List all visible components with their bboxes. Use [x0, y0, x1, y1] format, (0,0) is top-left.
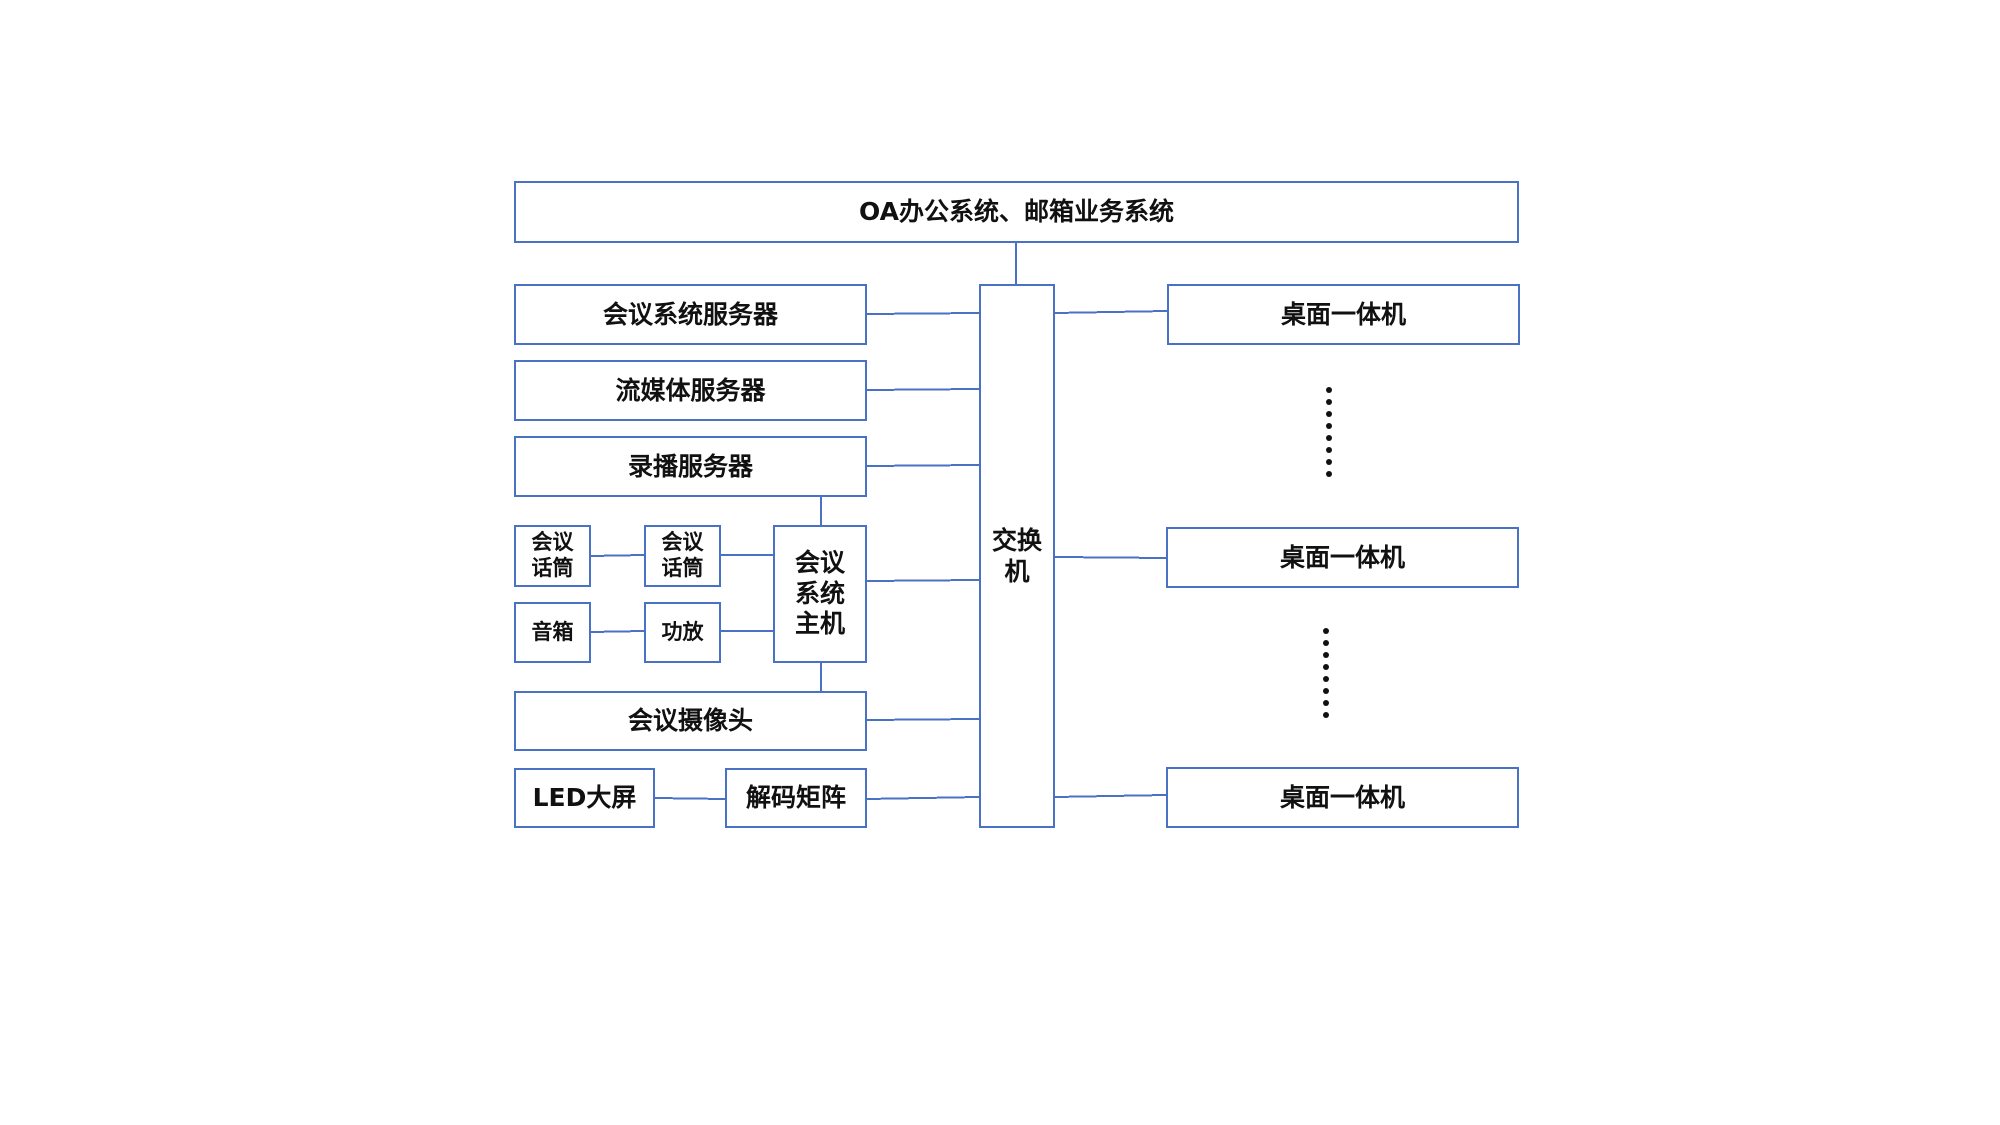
- meeting-camera-label: 会议摄像头: [627, 706, 753, 735]
- connector-speaker-to-amplifier: [590, 630, 645, 633]
- network-switch-label: 交换机: [991, 525, 1042, 586]
- oa-mail-business-system-label: OA办公系统、邮箱业务系统: [859, 197, 1174, 226]
- ellipsis-dot: [1326, 387, 1332, 393]
- streaming-media-server-box: 流媒体服务器: [514, 360, 867, 421]
- desktop-all-in-one-bottom-box: 桌面一体机: [1166, 767, 1519, 828]
- desktop-all-in-one-top-box: 桌面一体机: [1167, 284, 1520, 345]
- speaker-label: 音箱: [531, 619, 574, 644]
- meeting-microphone-right-box: 会议 话筒: [644, 525, 721, 587]
- amplifier-box: 功放: [644, 602, 721, 663]
- ellipsis-dot: [1326, 399, 1332, 405]
- meeting-microphone-left-line-2: 话筒: [531, 556, 574, 580]
- speaker-box: 音箱: [514, 602, 591, 663]
- desktop-all-in-one-middle-label: 桌面一体机: [1279, 542, 1405, 572]
- desktop-all-in-one-top-label: 桌面一体机: [1280, 299, 1406, 329]
- connector-left-mic-to-right-mic: [590, 554, 645, 557]
- ellipsis-dot: [1326, 459, 1332, 465]
- connector-led-to-decoder: [654, 797, 726, 800]
- connector-recording-server-to-switch: [866, 464, 980, 467]
- meeting-system-host-line-1: 会议: [794, 548, 845, 578]
- meeting-system-host-line-3: 主机: [794, 609, 845, 639]
- ellipsis-dot: [1326, 423, 1332, 429]
- connector-streaming-server-to-switch: [866, 388, 980, 391]
- connector-switch-to-desktop-middle: [1054, 556, 1167, 559]
- ellipsis-dot: [1323, 688, 1329, 694]
- decoder-matrix-label: 解码矩阵: [745, 783, 846, 812]
- recording-broadcast-server-label: 录播服务器: [627, 451, 753, 481]
- ellipsis-dot: [1326, 435, 1332, 441]
- oa-mail-business-system-box: OA办公系统、邮箱业务系统: [514, 181, 1519, 243]
- desktop-all-in-one-middle-box: 桌面一体机: [1166, 527, 1519, 588]
- streaming-media-server-label: 流媒体服务器: [615, 375, 766, 405]
- led-screen-label: LED大屏: [532, 783, 637, 812]
- meeting-system-host-line-2: 系统: [794, 578, 845, 608]
- ellipsis-dot: [1323, 700, 1329, 706]
- ellipsis-dot: [1323, 640, 1329, 646]
- meeting-microphone-left-line-1: 会议: [531, 530, 574, 555]
- ellipsis-dot: [1326, 447, 1332, 453]
- ellipsis-dot: [1323, 652, 1329, 658]
- ellipsis-dot: [1323, 628, 1329, 634]
- recording-broadcast-server-box: 录播服务器: [514, 436, 867, 497]
- connector-host-to-switch: [866, 579, 980, 582]
- desktop-all-in-one-bottom-label: 桌面一体机: [1279, 782, 1405, 812]
- led-screen-box: LED大屏: [514, 768, 655, 828]
- desktop-ellipsis-lower: [1322, 628, 1330, 718]
- amplifier-label: 功放: [661, 619, 704, 644]
- meeting-system-host-box: 会议 系统 主机: [773, 525, 867, 663]
- ellipsis-dot: [1326, 471, 1332, 477]
- ellipsis-dot: [1323, 712, 1329, 718]
- connector-camera-to-switch: [866, 718, 980, 721]
- connector-switch-to-desktop-top: [1054, 310, 1168, 314]
- meeting-system-server-label: 会议系统服务器: [602, 299, 778, 329]
- meeting-camera-box: 会议摄像头: [514, 691, 867, 751]
- ellipsis-dot: [1323, 664, 1329, 670]
- connector-switch-to-desktop-bottom: [1054, 794, 1167, 798]
- meeting-system-server-box: 会议系统服务器: [514, 284, 867, 345]
- meeting-microphone-right-line-2: 话筒: [661, 556, 704, 580]
- desktop-ellipsis-upper: [1325, 387, 1333, 477]
- connector-decoder-to-switch: [866, 796, 980, 800]
- network-switch-box: 交换机: [979, 284, 1055, 828]
- meeting-microphone-right-line-1: 会议: [661, 530, 704, 555]
- connector-meeting-server-to-switch: [866, 312, 980, 315]
- ellipsis-dot: [1326, 411, 1332, 417]
- decoder-matrix-box: 解码矩阵: [725, 768, 867, 828]
- ellipsis-dot: [1323, 676, 1329, 682]
- meeting-microphone-left-box: 会议 话筒: [514, 525, 591, 587]
